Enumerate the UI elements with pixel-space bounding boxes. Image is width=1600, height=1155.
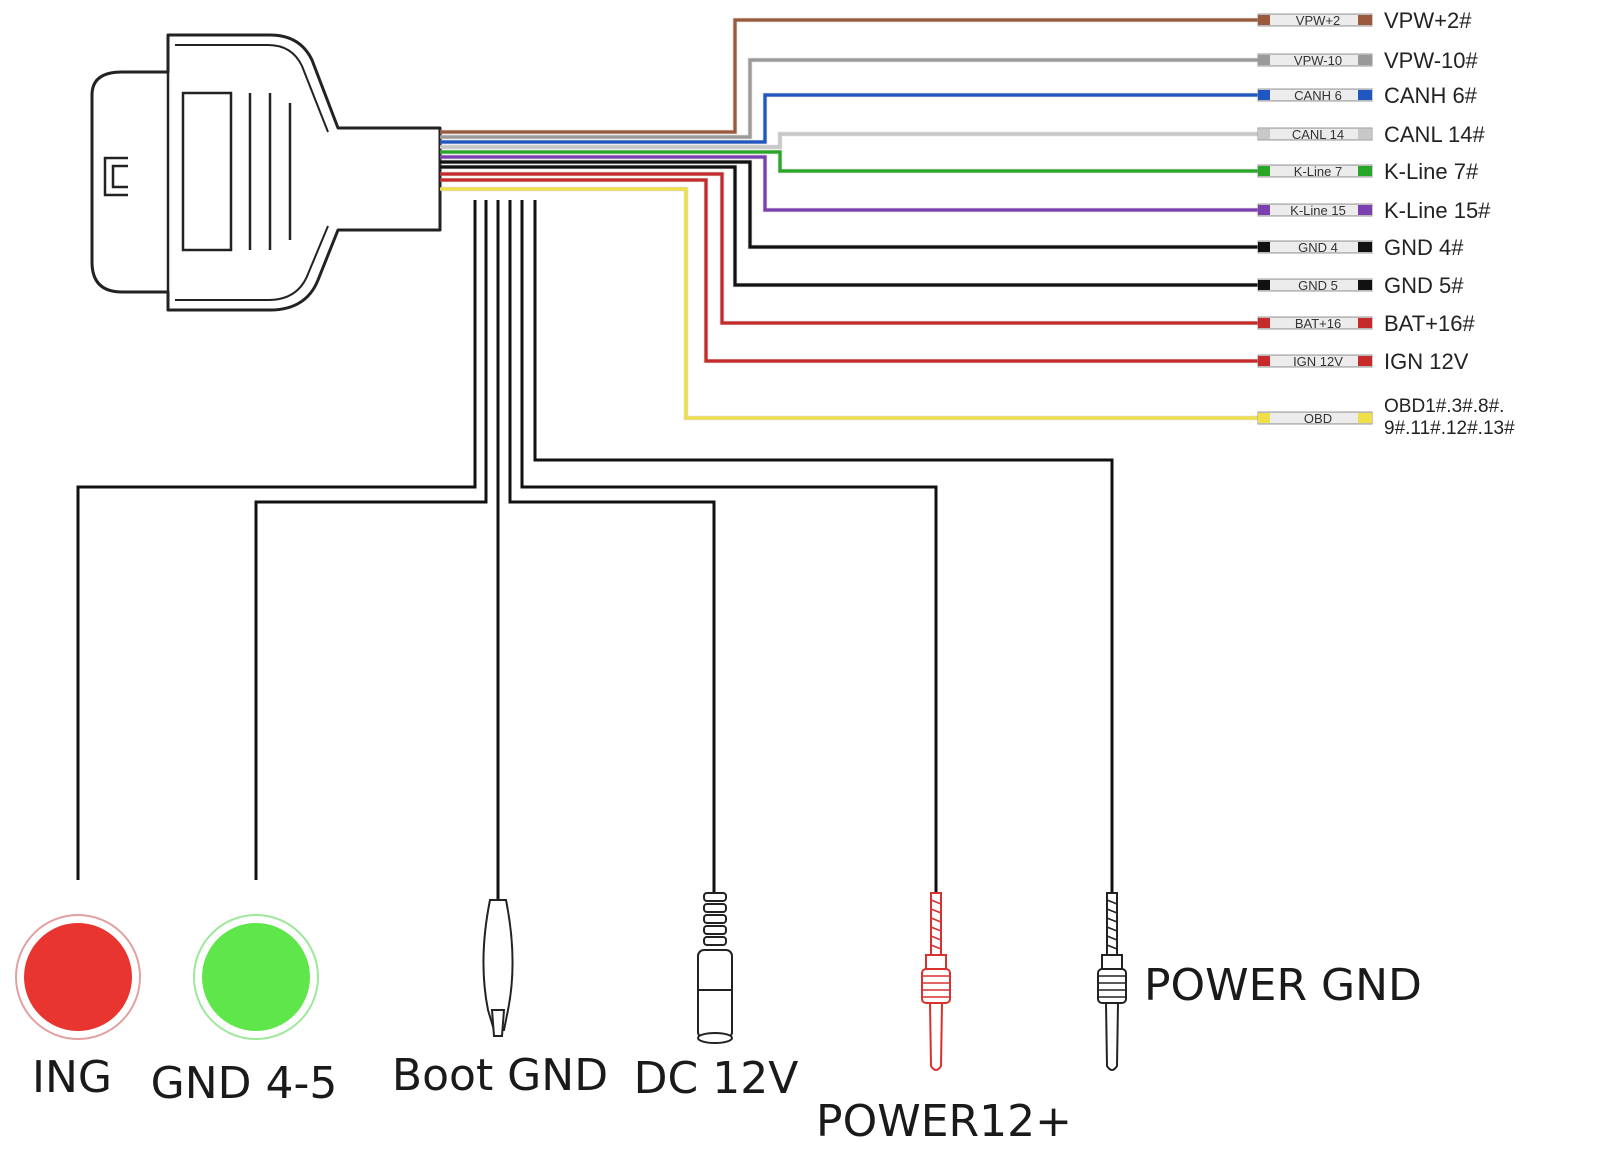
alligator-clip-icon (482, 899, 514, 1037)
heat-shrink-terminal: BAT+16 (1257, 316, 1373, 331)
lead-wire (533, 200, 1114, 893)
pin-label: GND 5# (1384, 273, 1464, 298)
heat-shrink-terminal: OBD (1257, 411, 1373, 426)
connector-label: DC 12V (634, 1053, 799, 1104)
obd-pin-label-line1: OBD1#.3#.8#. (1384, 396, 1504, 417)
pin-wire (440, 150, 1262, 173)
connector-label: ING (32, 1052, 112, 1103)
heat-shrink-label: GND 4 (1298, 240, 1338, 255)
pin-label: VPW-10# (1384, 48, 1479, 73)
black-pin-plug-icon (1097, 892, 1127, 1071)
terminal-labels: VPW+2 VPW+2# VPW-10 VPW-10# CANH 6 CANH 6# CAN… (1257, 8, 1515, 439)
pin-wire (440, 160, 1262, 249)
connector-label: POWER GND (1144, 960, 1422, 1011)
wire-bundle (76, 17, 1262, 900)
connector-label: GND 4-5 (151, 1058, 338, 1109)
pin-wire (440, 165, 1262, 287)
pin-label: CANL 14# (1384, 122, 1485, 147)
heat-shrink-label: K-Line 7 (1294, 164, 1342, 179)
pin-label: K-Line 15# (1384, 198, 1491, 223)
heat-shrink-terminal: VPW+2 (1257, 13, 1373, 28)
heat-shrink-terminal: VPW-10 (1257, 53, 1373, 68)
pin-wire (440, 178, 1262, 363)
pin-label: BAT+16# (1384, 311, 1475, 336)
obd2-connector-icon (90, 33, 442, 312)
heat-shrink-terminal: CANL 14 (1257, 127, 1373, 142)
heat-shrink-terminal: K-Line 15 (1257, 203, 1373, 218)
pin-wire (440, 93, 1262, 144)
pin-wire (440, 58, 1262, 139)
heat-shrink-label: CANH 6 (1294, 88, 1342, 103)
bottom-connectors: ING GND 4-5 Boot GND DC 12V POWER12+ POWER GN… (15, 892, 1422, 1147)
heat-shrink-label: IGN 12V (1293, 354, 1343, 369)
heat-shrink-terminal: CANH 6 (1257, 88, 1373, 103)
pin-label: CANH 6# (1384, 83, 1478, 108)
red-clip-icon (15, 914, 141, 1040)
red-pin-plug-icon (921, 892, 951, 1071)
heat-shrink-terminal: K-Line 7 (1257, 164, 1373, 179)
heat-shrink-label: VPW-10 (1294, 53, 1342, 68)
pin-wire (440, 172, 1262, 325)
heat-shrink-terminal: GND 4 (1257, 240, 1373, 255)
lead-wire (520, 200, 938, 893)
lead-wire (254, 200, 488, 880)
obd-pin-label-line2: 9#.11#.12#.13# (1384, 418, 1515, 439)
lead-wire (508, 200, 716, 893)
heat-shrink-label: OBD (1304, 411, 1332, 426)
connector-label: Boot GND (392, 1050, 608, 1101)
pin-label: IGN 12V (1384, 349, 1469, 374)
heat-shrink-label: BAT+16 (1295, 316, 1341, 331)
pin-label: K-Line 7# (1384, 159, 1479, 184)
heat-shrink-label: K-Line 15 (1290, 203, 1346, 218)
pin-wire (440, 132, 1262, 149)
heat-shrink-label: CANL 14 (1292, 127, 1344, 142)
pin-label: VPW+2# (1384, 8, 1472, 33)
dc-jack-icon (697, 892, 733, 1044)
green-clip-icon (193, 914, 319, 1040)
pin-wire (440, 18, 1262, 134)
heat-shrink-terminal: GND 5 (1257, 278, 1373, 293)
lead-wire (76, 200, 477, 880)
pin-wire (440, 155, 1262, 212)
connector-label: POWER12+ (816, 1096, 1072, 1147)
heat-shrink-label: VPW+2 (1296, 13, 1340, 28)
obd-wire (440, 187, 1262, 420)
heat-shrink-terminal: IGN 12V (1257, 354, 1373, 369)
pin-label: GND 4# (1384, 235, 1464, 260)
heat-shrink-label: GND 5 (1298, 278, 1338, 293)
